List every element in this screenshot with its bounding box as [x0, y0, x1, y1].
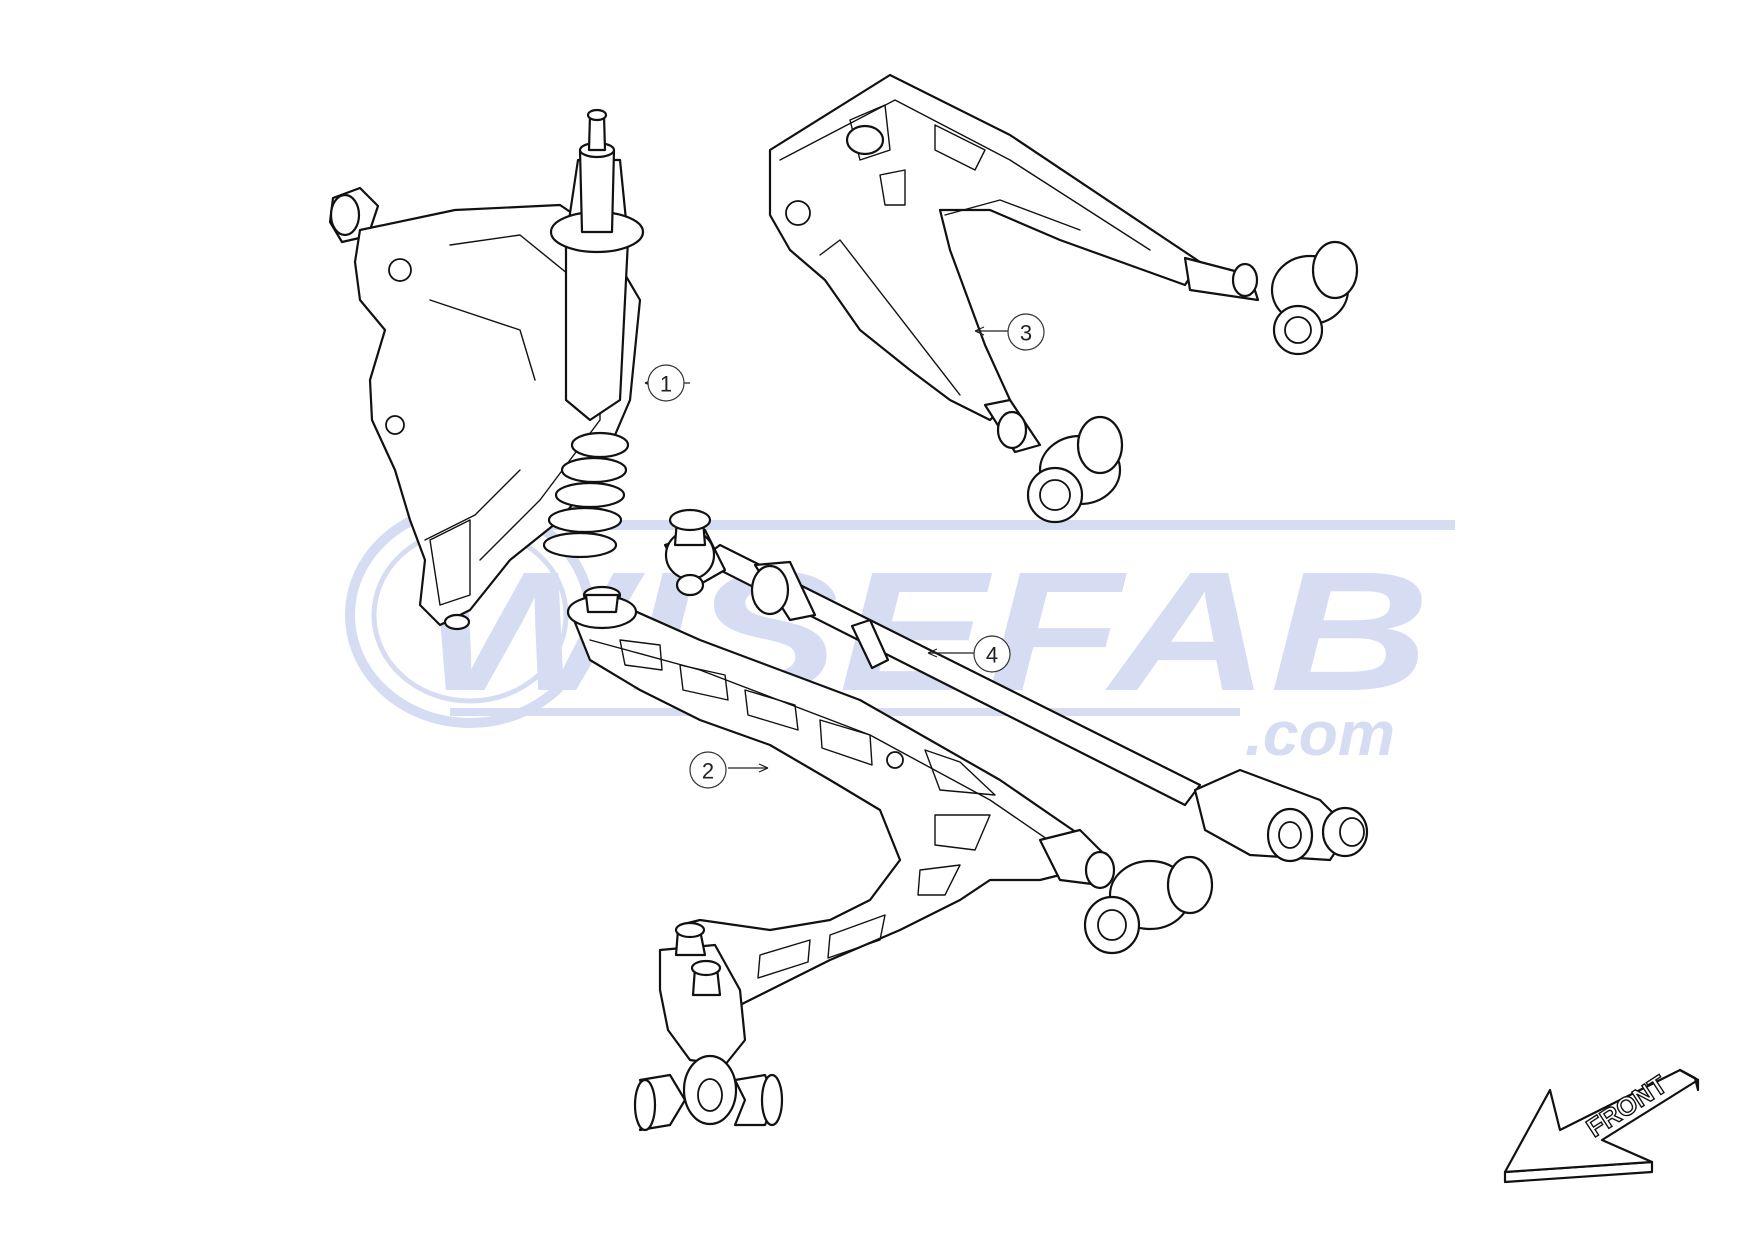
- lower-arm-pocket-3: [744, 689, 799, 731]
- callout-2-balloon: [689, 751, 727, 789]
- callout-4-arrowhead: [927, 648, 938, 658]
- lower-arm-pocket-9: [757, 939, 811, 979]
- lower-arm-pocket-6: [934, 814, 991, 851]
- lower-arm-pocket-2: [679, 664, 729, 701]
- knuckle-bottom-stud: [443, 613, 471, 631]
- front-arrow-top-bevel: [1678, 1068, 1700, 1092]
- lower-arm-balljoint-bolt-lower-head: [690, 959, 722, 977]
- lower-arm-pocket-1: [619, 639, 663, 671]
- lower-arm-balljoint-spacer-right-end: [760, 1073, 784, 1127]
- tie-rod-outer-cap-bore: [1339, 817, 1365, 847]
- front-label: FRONT: [1581, 1069, 1673, 1143]
- callout-3-balloon: [1007, 313, 1045, 351]
- upper-arm-body: [768, 73, 1202, 422]
- knuckle-body-edge-3: [424, 469, 521, 541]
- tie-rod-jam-nut: [750, 564, 790, 616]
- upper-arm-rear-rod-end-outer: [1311, 240, 1359, 300]
- callout-3-arrowhead: [974, 326, 985, 336]
- knuckle-left-stud-nut: [329, 193, 361, 237]
- upper-arm-front-nut: [996, 410, 1028, 450]
- callout-3-label: 3: [1020, 321, 1032, 346]
- lower-arm-pocket-4: [819, 719, 873, 766]
- upper-arm-cutout-2: [934, 124, 986, 171]
- lower-arm-assembly: [566, 585, 1214, 1132]
- callout-2-arrowhead: [758, 763, 769, 773]
- lower-arm-balljoint-bolt-upper-head: [674, 921, 706, 939]
- callout-1-balloon: [647, 364, 685, 402]
- lower-arm-inner-pivot-stud-body: [584, 593, 620, 614]
- tie-rod-inner-stud-cap: [668, 508, 712, 532]
- callout-1: 1: [644, 364, 690, 402]
- tie-rod-assembly: [663, 508, 1369, 863]
- upper-arm-edge-2: [819, 239, 961, 396]
- upper-arm-inner-bushing: [845, 124, 885, 156]
- knuckle-hole-lower: [385, 415, 405, 435]
- knuckle-spindle-shaft: [578, 148, 616, 234]
- lower-arm-balljoint-housing-bore: [697, 1078, 723, 1112]
- upper-arm-assembly: [768, 73, 1359, 524]
- callout-4-label: 4: [986, 643, 998, 668]
- callout-3: 3: [974, 313, 1045, 351]
- knuckle-assembly: [328, 108, 645, 631]
- knuckle-spindle-top-cap: [586, 108, 608, 122]
- callout-4: 4: [927, 635, 1011, 673]
- upper-arm-edge-1: [779, 99, 1151, 251]
- callout-4-balloon: [973, 635, 1011, 673]
- watermark-brand: WISEFAB: [420, 537, 1430, 727]
- watermark-suffix: .com: [1245, 700, 1395, 769]
- upper-arm-cutout-3: [879, 169, 906, 206]
- lower-arm-pocket-7: [917, 864, 961, 896]
- upper-arm-pivot-hole: [785, 200, 811, 226]
- knuckle-hole-upper: [388, 258, 412, 282]
- knuckle-lower-slot: [429, 519, 471, 606]
- upper-arm-front-rod-end-bore-inner: [1039, 479, 1071, 511]
- lower-arm-balljoint-spacer-left-end: [633, 1078, 657, 1132]
- upper-arm-rear-nut: [1231, 262, 1259, 298]
- knuckle-body-edge-2: [429, 299, 536, 381]
- lower-arm-rear-nut: [1084, 850, 1116, 890]
- upper-arm-rear-rod-end-bore-inner: [1284, 316, 1312, 344]
- tie-rod-adjuster: [850, 618, 890, 670]
- knuckle-damper-stack: [542, 431, 630, 559]
- callout-1-label: 1: [660, 372, 672, 397]
- lower-arm-pocket-5: [924, 749, 996, 796]
- upper-arm-front-rod-end-outer: [1076, 415, 1124, 475]
- tie-rod-inner-boss: [675, 573, 705, 597]
- upper-arm-edge-3: [944, 199, 1081, 231]
- lower-arm-small-hole: [886, 751, 904, 769]
- callout-2: 2: [689, 751, 769, 789]
- lower-arm-rear-rod-end-outer: [1166, 855, 1214, 915]
- lower-arm-pocket-8: [827, 914, 886, 959]
- callout-2-label: 2: [702, 759, 714, 784]
- tie-rod-outer-eye-hole: [1278, 821, 1302, 849]
- lower-arm-rear-rod-end-bore-inner: [1097, 909, 1127, 941]
- front-direction-arrow: FRONT: [1503, 1068, 1700, 1184]
